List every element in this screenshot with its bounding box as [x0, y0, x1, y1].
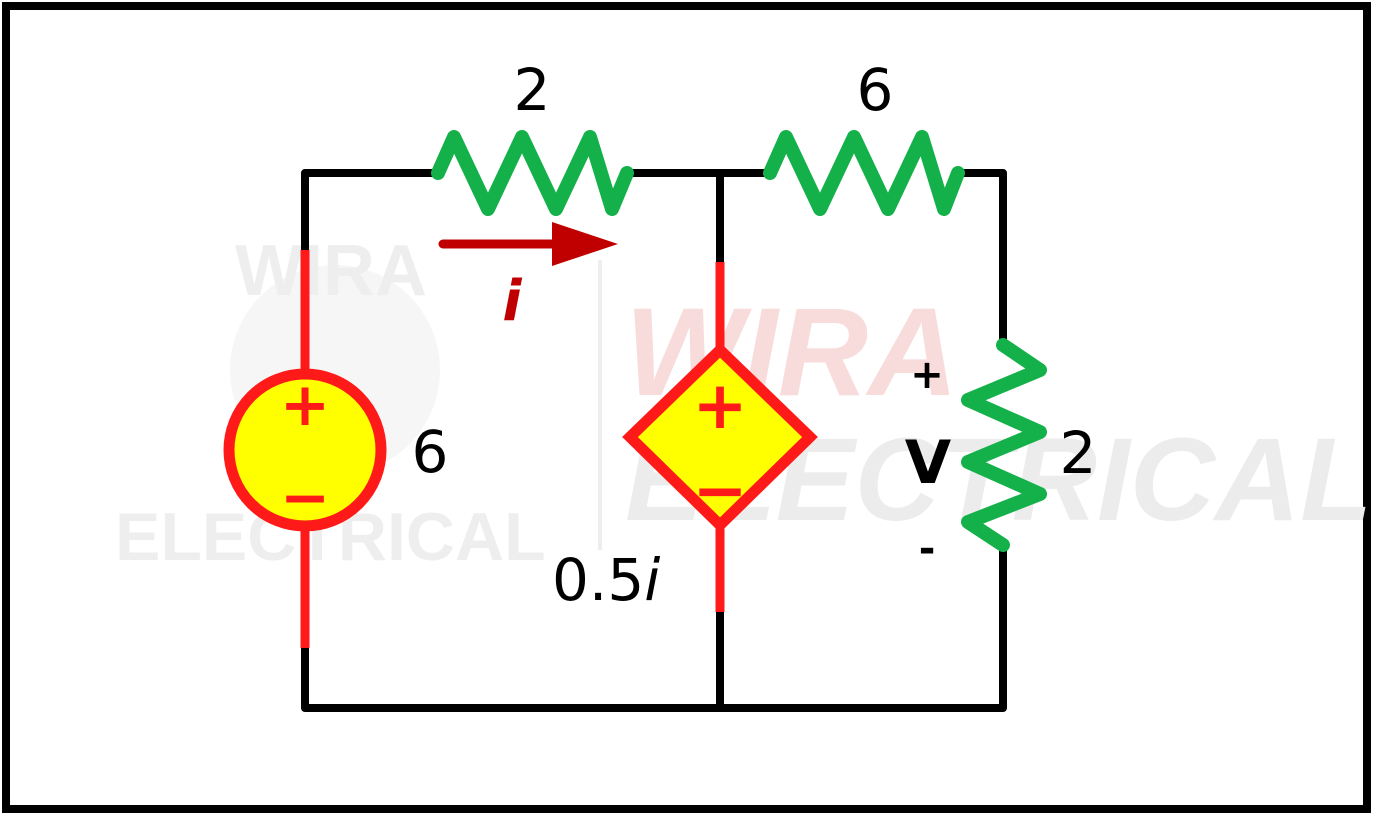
- voltage-source: + −: [223, 250, 387, 648]
- voltage-source-value: 6: [412, 418, 449, 486]
- wires: [301, 169, 1007, 712]
- wire-bottom: [301, 541, 1007, 712]
- resistor-top-right: [763, 130, 965, 216]
- voltage-source-body: [223, 368, 387, 532]
- watermark-left-top: WIRA: [235, 231, 427, 311]
- voltage-plus-sign: +: [910, 352, 944, 398]
- resistor-top-left-value: 2: [514, 56, 551, 124]
- resistor-right: [961, 338, 1047, 552]
- dependent-source-value: 0.5i: [552, 546, 660, 614]
- voltage-label: V: [905, 428, 952, 498]
- dependent-source-plus: +: [692, 367, 747, 444]
- voltage-minus-sign: -: [919, 526, 936, 572]
- dependent-source-value-var: i: [644, 546, 660, 614]
- dependent-source-body: [622, 342, 818, 533]
- dependent-voltage-source: + −: [622, 262, 818, 612]
- resistor-top-right-value: 6: [857, 56, 894, 124]
- dependent-source-minus: −: [692, 452, 747, 529]
- resistor-top-left: [431, 130, 634, 216]
- dependent-source-value-number: 0.5: [552, 546, 644, 614]
- voltage-source-plus: +: [280, 370, 330, 440]
- wire-top-left: [301, 169, 442, 254]
- wire-top-right: [954, 169, 1007, 349]
- current-arrow-head: [552, 222, 618, 266]
- current-arrow: [438, 222, 618, 266]
- current-label: i: [502, 269, 522, 334]
- resistor-right-value: 2: [1060, 419, 1097, 487]
- voltage-source-minus: −: [280, 463, 330, 533]
